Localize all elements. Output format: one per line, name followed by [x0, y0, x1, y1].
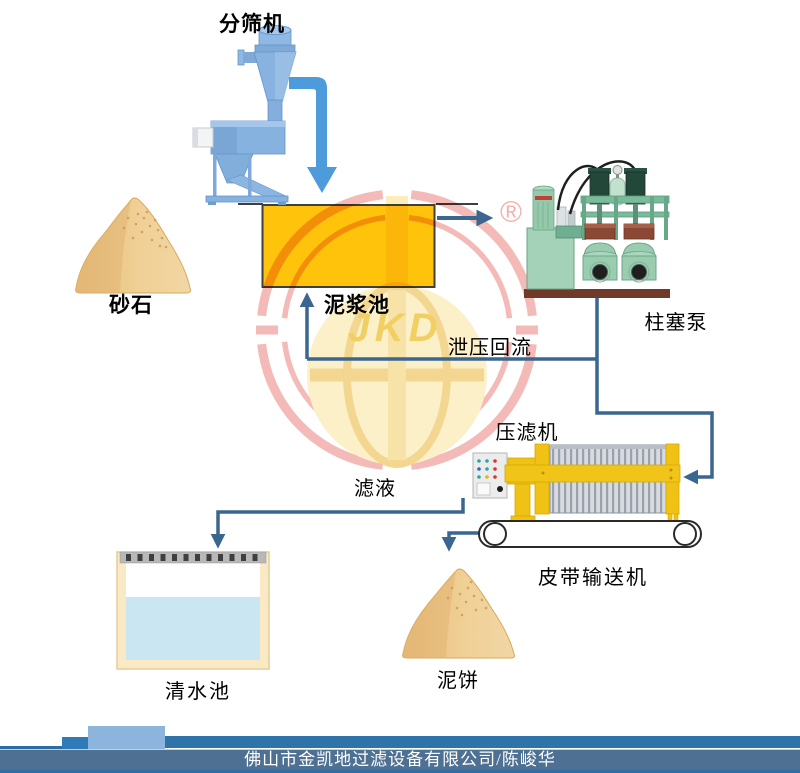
belt-conveyor-illustration — [478, 520, 702, 548]
footer-deco-bar — [165, 736, 800, 748]
watermark-left-stub — [256, 325, 278, 335]
flow-arrow-to-mudcake — [441, 531, 481, 552]
watermark-right-stub — [516, 325, 538, 335]
footer-company-text: 佛山市金凯地过滤设备有限公司/陈峻华 — [0, 749, 800, 770]
footer-deco-square — [62, 737, 88, 749]
label-plunger-pump: 柱塞泵 — [644, 312, 708, 334]
label-filtrate: 滤液 — [354, 478, 396, 500]
label-belt-conveyor: 皮带输送机 — [538, 567, 648, 589]
flow-line-pump-to-press — [595, 296, 714, 485]
screening-machine — [192, 25, 337, 205]
flow-line-filtrate — [210, 498, 465, 549]
watermark-globe — [307, 196, 487, 468]
label-screening-machine: 分筛机 — [219, 13, 285, 36]
label-mud-cake: 泥饼 — [437, 670, 479, 692]
label-filter-press: 压滤机 — [495, 422, 559, 444]
footer-bottom-strip — [0, 770, 800, 773]
flow-lines — [210, 209, 714, 552]
watermark-jkd-text: JKD — [347, 306, 442, 350]
registered-trademark-icon: ® — [500, 196, 522, 229]
footer-deco-lightblue-block — [88, 726, 165, 749]
water-tank-grate — [126, 554, 258, 561]
clean-water-tank-illustration — [116, 551, 270, 670]
filter-press-illustration — [472, 443, 681, 523]
sand-texture-dots — [122, 210, 168, 249]
plunger-pump-illustration — [524, 160, 670, 298]
mud-cake-pile — [402, 568, 515, 659]
label-pressure-relief-return: 泄压回流 — [448, 337, 532, 359]
sand-pile — [75, 197, 191, 294]
mud-texture-dots — [446, 580, 488, 617]
label-clean-water-pool: 清水池 — [165, 681, 231, 703]
footer-deco-line — [0, 746, 62, 749]
control-panel — [472, 452, 508, 499]
label-slurry-pool: 泥浆池 — [324, 294, 390, 317]
flow-arrow-cyclone-to-tank — [289, 77, 337, 193]
label-sand: 砂石 — [109, 294, 153, 317]
